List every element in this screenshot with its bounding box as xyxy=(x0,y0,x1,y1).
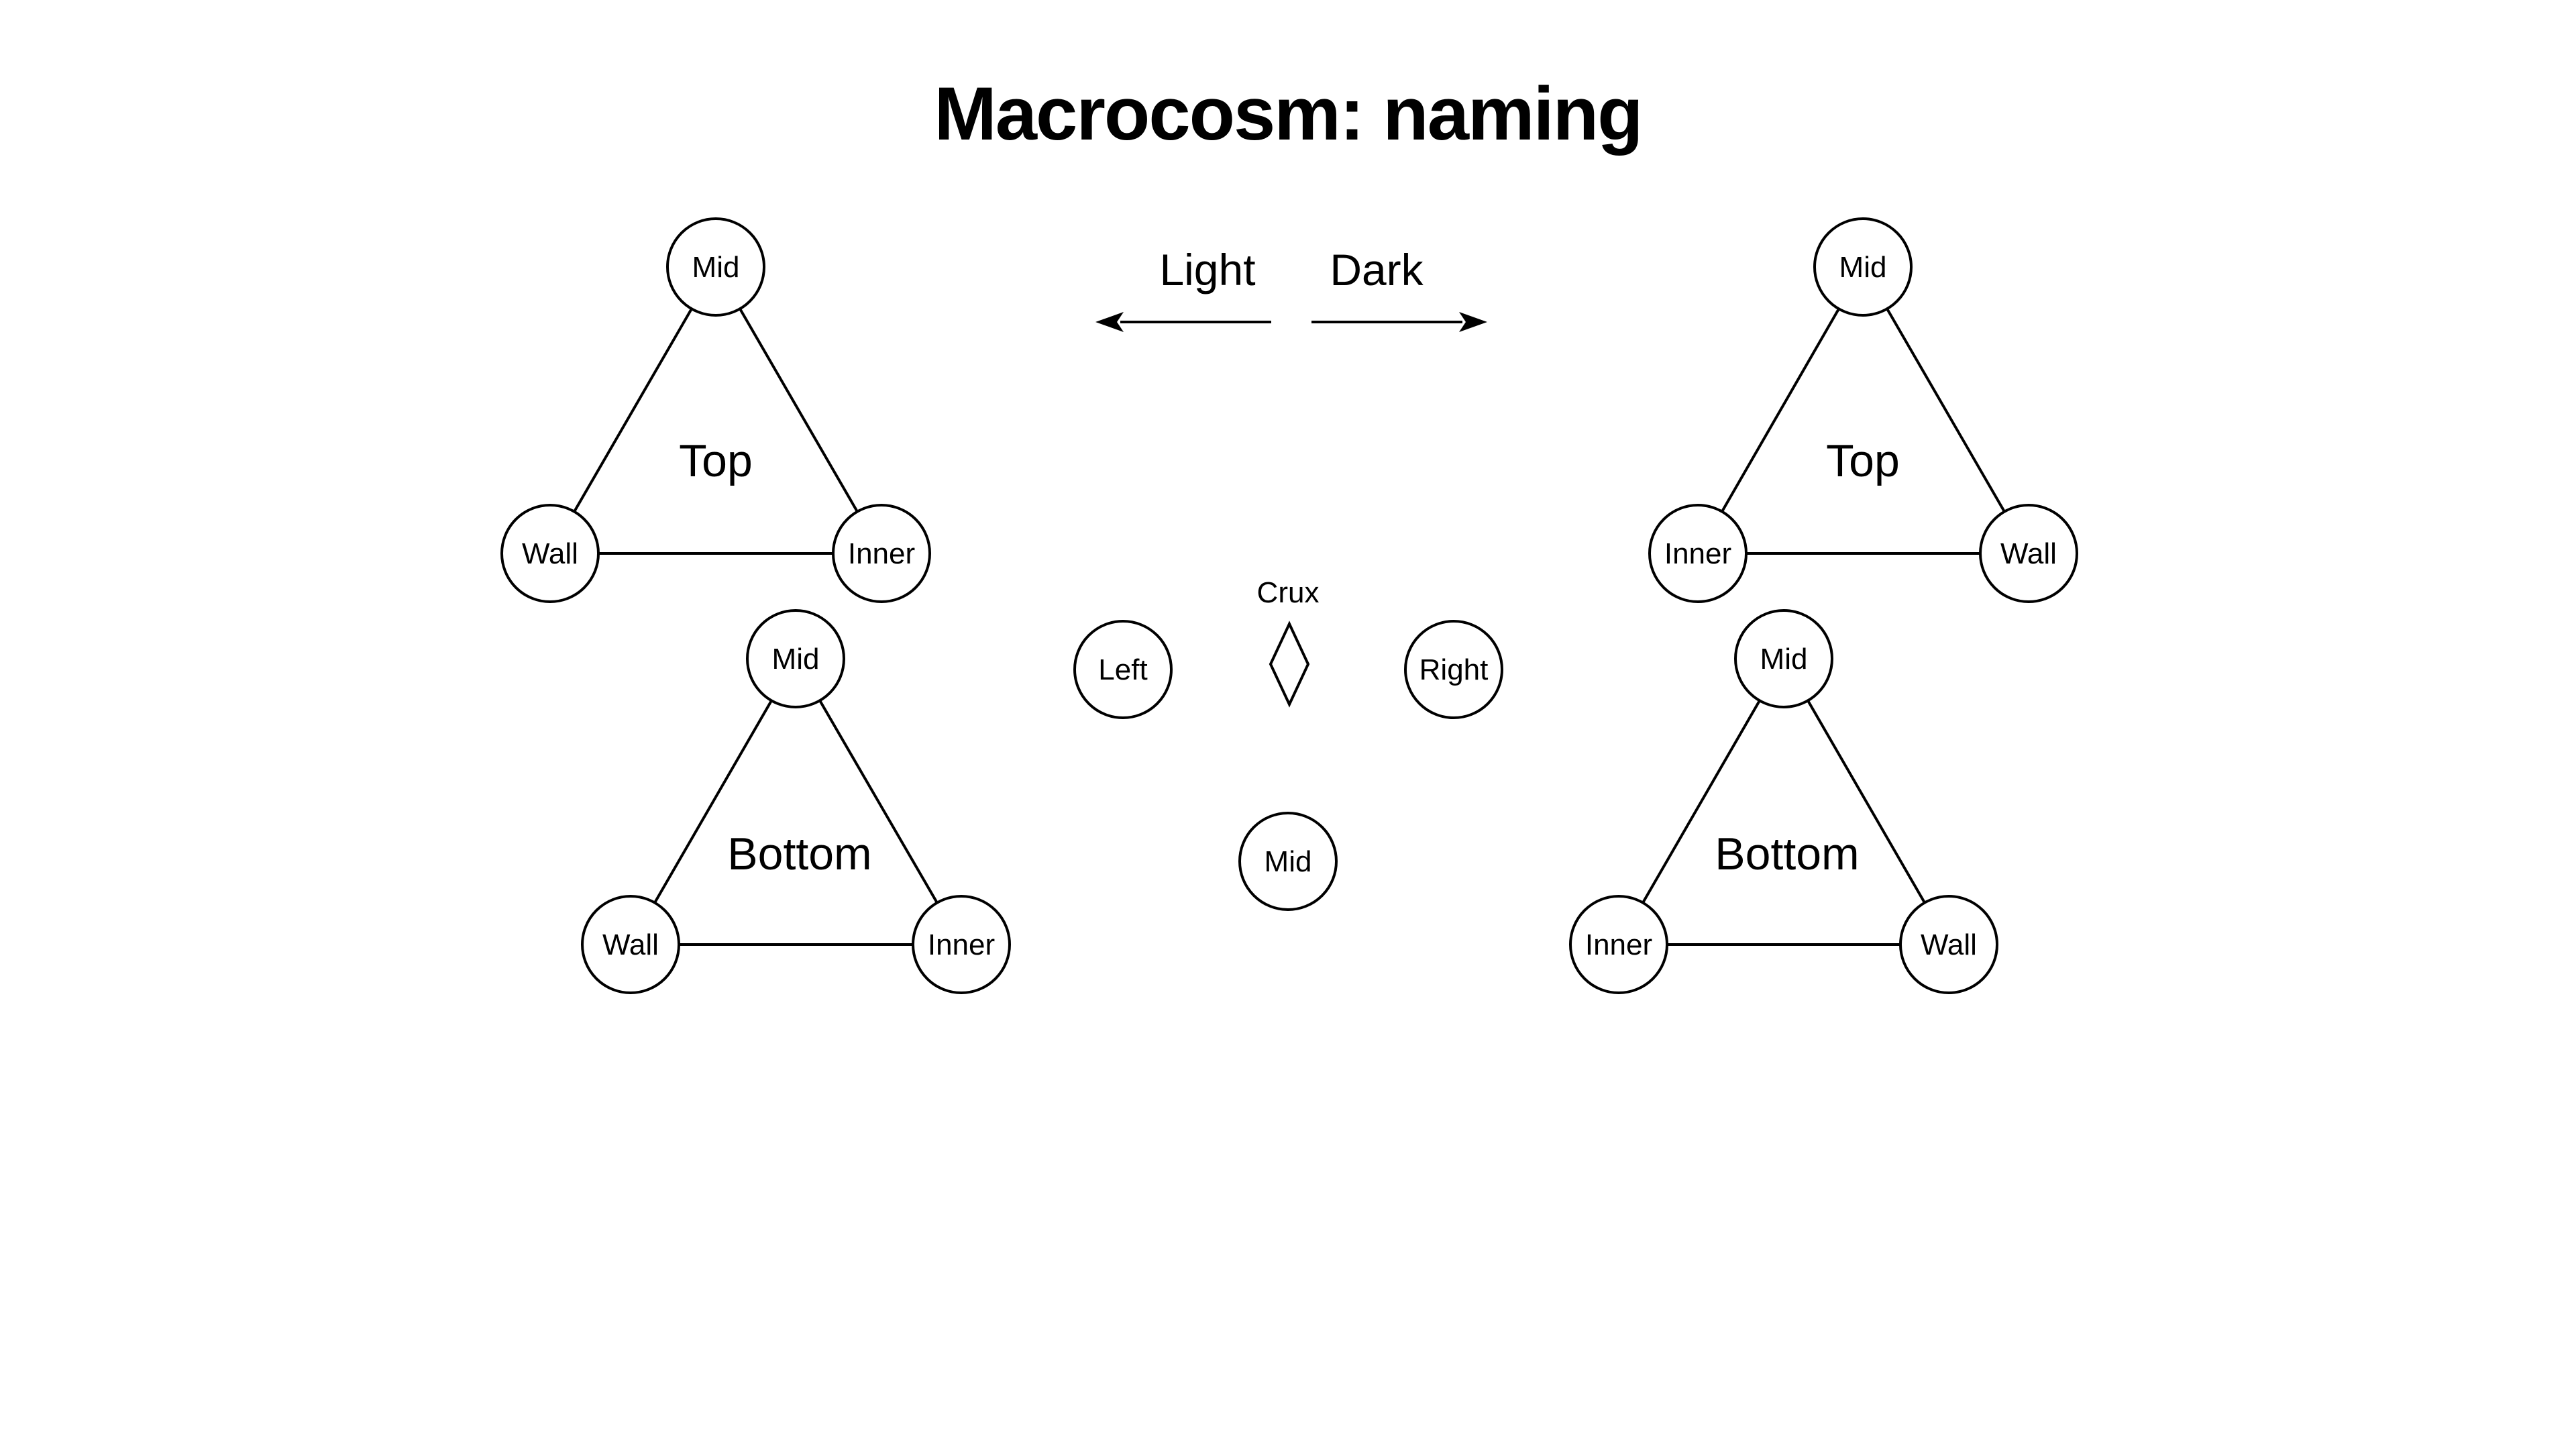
edge xyxy=(1697,266,1864,554)
node-circle xyxy=(1979,504,2078,603)
node-right: Right xyxy=(1404,620,1503,719)
dark-arrow-head xyxy=(1459,312,1487,332)
right-bottom-triangle: Bottom Mid Inner Wall xyxy=(1569,609,1998,994)
node-circle xyxy=(1899,895,1998,994)
node-circle xyxy=(1734,609,1833,708)
group-label-bottom: Bottom xyxy=(1715,828,1859,879)
center-cluster: Crux Left Right Mid xyxy=(1073,576,1503,911)
node-label: Wall xyxy=(2000,537,2057,570)
node-inner: Inner xyxy=(1648,504,1748,603)
edge xyxy=(714,266,883,555)
node-wall: Wall xyxy=(1899,895,1998,994)
edge xyxy=(1617,657,1785,946)
node-mid: Mid xyxy=(1813,217,1913,317)
node-circle xyxy=(500,504,600,603)
edge xyxy=(1782,657,1950,946)
node-wall: Wall xyxy=(1979,504,2078,603)
node-label: Mid xyxy=(772,643,820,676)
node-label: Mid xyxy=(1265,845,1312,878)
node-label: Mid xyxy=(1839,251,1887,284)
edge xyxy=(1862,266,2030,555)
edge xyxy=(549,266,717,555)
edge xyxy=(629,657,797,946)
node-left: Left xyxy=(1073,620,1173,719)
node-circle xyxy=(1813,217,1913,317)
node-circle xyxy=(666,217,765,317)
node-circle xyxy=(1238,812,1338,911)
node-inner: Inner xyxy=(1569,895,1668,994)
page-title: Macrocosm: naming xyxy=(934,72,1642,156)
dark-label: Dark xyxy=(1330,245,1424,294)
node-circle xyxy=(912,895,1011,994)
crux-diamond xyxy=(1269,621,1310,708)
node-circle xyxy=(746,609,845,708)
node-circle xyxy=(1569,895,1668,994)
node-label: Mid xyxy=(1760,643,1808,676)
light-arrow-head xyxy=(1095,312,1124,332)
node-wall: Wall xyxy=(500,504,600,603)
left-bottom-triangle: Bottom Mid Wall Inner xyxy=(581,609,1011,994)
node-mid: Mid xyxy=(746,609,845,708)
node-circle xyxy=(1648,504,1748,603)
node-label: Right xyxy=(1419,653,1489,686)
node-label: Inner xyxy=(928,928,995,961)
node-wall: Wall xyxy=(581,895,680,994)
group-label-bottom: Bottom xyxy=(727,828,871,879)
node-label: Mid xyxy=(692,251,740,284)
node-label: Left xyxy=(1098,653,1147,686)
node-label: Wall xyxy=(1921,928,1977,961)
node-mid: Mid xyxy=(1734,609,1833,708)
node-circle xyxy=(1073,620,1173,719)
node-circle xyxy=(1404,620,1503,719)
node-inner: Inner xyxy=(832,504,931,603)
group-label-top: Top xyxy=(679,435,753,486)
node-label: Inner xyxy=(1664,537,1731,570)
crux-label: Crux xyxy=(1257,576,1320,609)
node-mid: Mid xyxy=(1238,812,1338,911)
node-label: Inner xyxy=(848,537,915,570)
right-top-triangle: Top Mid Inner Wall xyxy=(1648,217,2078,603)
light-label: Light xyxy=(1159,245,1255,294)
group-label-top: Top xyxy=(1826,435,1900,486)
direction-indicator: Light Dark xyxy=(1095,245,1487,332)
left-top-triangle: Top Mid Wall Inner xyxy=(500,217,931,603)
node-circle xyxy=(581,895,680,994)
node-label: Wall xyxy=(602,928,659,961)
node-mid: Mid xyxy=(666,217,765,317)
node-label: Inner xyxy=(1585,928,1652,961)
node-circle xyxy=(832,504,931,603)
edge xyxy=(794,657,963,946)
node-label: Wall xyxy=(522,537,578,570)
node-inner: Inner xyxy=(912,895,1011,994)
